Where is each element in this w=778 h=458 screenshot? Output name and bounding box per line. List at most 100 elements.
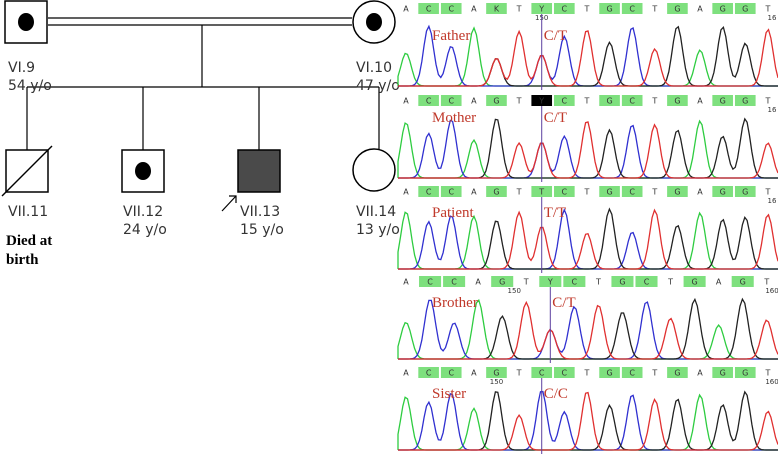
- trace-T: [398, 300, 778, 360]
- base-call: Y: [538, 97, 544, 106]
- base-highlight: [486, 3, 507, 14]
- base-call: A: [697, 188, 703, 197]
- base-highlight: [667, 186, 688, 197]
- base-call: G: [606, 369, 612, 378]
- position-mark: 150: [490, 378, 503, 386]
- base-highlight: [486, 186, 507, 197]
- base-call: T: [764, 369, 770, 378]
- base-highlight: [563, 276, 586, 287]
- base-highlight: [531, 3, 553, 14]
- base-call: T: [516, 97, 522, 106]
- base-call: G: [742, 97, 748, 106]
- base-call: G: [619, 278, 625, 287]
- male-symbol: [121, 149, 165, 193]
- trace-T: [398, 208, 778, 270]
- base-call: A: [471, 5, 477, 14]
- base-call: G: [720, 97, 726, 106]
- relation-label: Father: [432, 28, 470, 44]
- individual-vii11: VII.11 Died at birth: [1, 145, 53, 268]
- base-call: G: [720, 5, 726, 14]
- base-call: C: [629, 97, 635, 106]
- base-highlight: [443, 276, 466, 287]
- base-call: A: [403, 278, 409, 287]
- affected-male-symbol: [237, 149, 281, 193]
- base-call: K: [494, 5, 500, 14]
- base-call: G: [742, 369, 748, 378]
- base-call: T: [584, 97, 590, 106]
- base-call: T: [584, 188, 590, 197]
- proband-arrow: [221, 195, 237, 212]
- base-highlight: [734, 186, 756, 197]
- base-highlight: [418, 3, 439, 14]
- base-call: C: [426, 5, 432, 14]
- base-call: C: [426, 188, 432, 197]
- individual-vii12: VII.12 24 y/o: [121, 149, 167, 238]
- trace-T: [398, 121, 778, 179]
- chromatogram-panel-father: ACCAKTYCTGCTGAGGT16150FatherC/T: [397, 3, 778, 90]
- base-call: C: [448, 97, 454, 106]
- genotype-label: C/C: [544, 386, 568, 402]
- base-call: C: [448, 369, 454, 378]
- trace-C: [398, 119, 778, 179]
- base-call: A: [403, 369, 409, 378]
- base-highlight: [621, 95, 643, 106]
- base-call: T: [584, 5, 590, 14]
- genotype-label: C/T: [544, 28, 567, 44]
- genotype-label: C/T: [552, 295, 575, 311]
- proband-arrow-head: [229, 195, 237, 203]
- base-call: T: [516, 369, 522, 378]
- trace-A: [397, 119, 778, 179]
- base-call: C: [426, 369, 432, 378]
- base-call: T: [595, 278, 601, 287]
- base-call: T: [651, 5, 657, 14]
- base-call: G: [606, 5, 612, 14]
- base-call: G: [606, 188, 612, 197]
- base-call: A: [697, 5, 703, 14]
- died-note-line2: birth: [6, 252, 39, 268]
- base-call: G: [674, 188, 680, 197]
- base-call: T: [764, 5, 770, 14]
- base-call: C: [448, 188, 454, 197]
- trace-G: [398, 117, 778, 179]
- base-highlight: [734, 95, 756, 106]
- base-highlight: [599, 95, 620, 106]
- base-call: C: [629, 5, 635, 14]
- base-call: A: [475, 278, 481, 287]
- base-highlight: [554, 95, 575, 106]
- individual-vi10: VI.10 47 y/o: [352, 0, 400, 94]
- base-call: T: [538, 188, 544, 197]
- base-highlight: [683, 276, 706, 287]
- base-highlight: [554, 367, 575, 378]
- base-call: G: [606, 97, 612, 106]
- base-call: T: [516, 188, 522, 197]
- base-highlight: [486, 367, 507, 378]
- carrier-dot: [366, 13, 382, 31]
- individual-age: 24 y/o: [123, 222, 167, 238]
- base-call: C: [426, 97, 432, 106]
- individual-id: VII.12: [123, 204, 163, 220]
- base-highlight: [667, 367, 688, 378]
- base-call: A: [471, 97, 477, 106]
- base-call: C: [562, 188, 568, 197]
- base-call: C: [539, 369, 545, 378]
- base-highlight: [712, 367, 733, 378]
- base-call: G: [742, 5, 748, 14]
- trace-T: [398, 28, 778, 87]
- individual-vii13: VII.13 15 y/o: [221, 149, 284, 238]
- individual-vii14: VII.14 13 y/o: [352, 148, 400, 238]
- genotype-label: T/T: [544, 205, 567, 221]
- base-highlight: [531, 186, 553, 197]
- base-call: C: [562, 369, 568, 378]
- base-call: T: [584, 369, 590, 378]
- base-call: A: [471, 188, 477, 197]
- base-highlight: [531, 95, 553, 106]
- position-mark: 160: [765, 287, 778, 295]
- base-highlight: [554, 186, 575, 197]
- base-call: A: [403, 5, 409, 14]
- base-call: G: [493, 188, 499, 197]
- base-call: G: [692, 278, 698, 287]
- base-call: T: [667, 278, 673, 287]
- relation-label: Sister: [432, 386, 466, 402]
